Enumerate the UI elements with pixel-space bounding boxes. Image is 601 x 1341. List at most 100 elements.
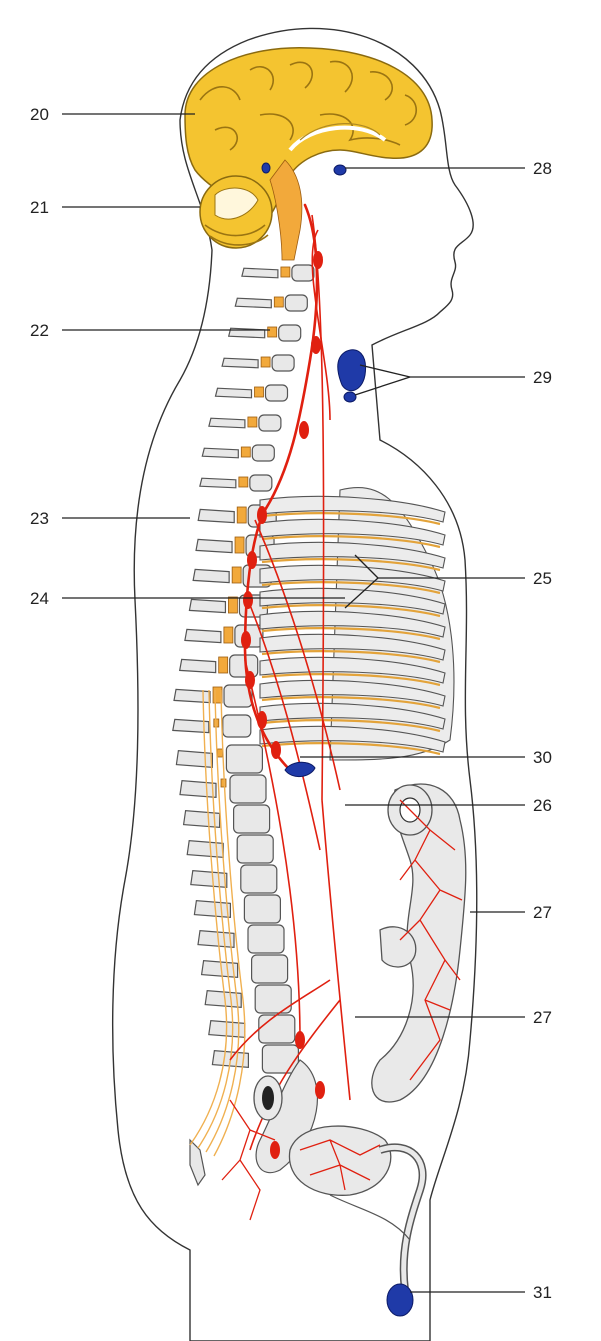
vertebra (271, 354, 295, 372)
intercostal-nerve (261, 673, 441, 687)
brainstem (269, 159, 303, 261)
bladder (288, 1125, 392, 1196)
spinous-process (186, 839, 224, 859)
cord-segment (273, 296, 284, 308)
vertebra (236, 834, 274, 864)
rib (259, 679, 446, 707)
intercostal-nerve (261, 719, 441, 733)
intercostal-nerve (261, 742, 441, 756)
rib (259, 495, 446, 523)
label-27-lower: 27 (533, 1008, 552, 1027)
intercostal-nerve (261, 558, 441, 572)
spinous-process (193, 899, 231, 919)
ganglion (299, 421, 309, 439)
vertebra (233, 804, 271, 834)
cord-segment (216, 748, 223, 758)
rib-cage (259, 486, 455, 761)
cord-segment (267, 326, 278, 338)
adrenal-gland (284, 761, 316, 777)
pineal-gland (261, 162, 271, 174)
vertebra (284, 294, 308, 312)
urogenital-duct (329, 1143, 427, 1291)
rib (259, 633, 446, 661)
label-26: 26 (533, 796, 552, 815)
cord-segment (236, 506, 247, 524)
label-28: 28 (533, 159, 552, 178)
spinous-process (208, 417, 246, 429)
rib (259, 541, 446, 569)
spinous-process (197, 929, 235, 949)
sacral-nerves (189, 689, 246, 1157)
label-27-upper: 27 (533, 903, 552, 922)
vertebra (251, 954, 289, 984)
vertebra (225, 744, 263, 774)
cerebellum (199, 175, 273, 249)
vertebra (264, 384, 289, 402)
vertebra (261, 1044, 299, 1074)
label-20: 20 (30, 105, 49, 124)
cord-segment (280, 266, 291, 278)
spinous-process (199, 477, 237, 489)
ganglion (241, 631, 251, 649)
rib (259, 518, 446, 546)
spinous-process (204, 989, 242, 1009)
vertebra (251, 444, 275, 462)
label-30: 30 (533, 748, 552, 767)
thyroid-gland (337, 349, 367, 392)
ganglia (241, 251, 325, 1159)
ganglion (271, 741, 281, 759)
spinous-process (241, 267, 279, 279)
gonad (386, 1283, 414, 1317)
label-29: 29 (533, 368, 552, 387)
vertebra (240, 864, 278, 894)
label-24: 24 (30, 589, 49, 608)
vertebra (243, 894, 281, 924)
spinous-process (221, 357, 259, 369)
ganglion (247, 551, 257, 569)
spinous-process (214, 387, 253, 399)
spinous-process (200, 959, 239, 979)
intercostal-nerve (261, 512, 441, 526)
pituitary-gland (333, 164, 347, 176)
cord-segment (212, 686, 223, 704)
spinous-process (173, 688, 211, 704)
vertebra (229, 774, 267, 804)
intestines (371, 783, 467, 1103)
cord-segment (260, 356, 271, 368)
vertebra (247, 924, 285, 954)
ganglion (315, 1081, 325, 1099)
spinous-process (184, 628, 222, 644)
spinous-process (201, 447, 239, 459)
ganglion (257, 711, 267, 729)
label-25: 25 (533, 569, 552, 588)
spinous-process (179, 779, 217, 799)
cord-segment (254, 386, 264, 398)
rib (259, 702, 446, 730)
spinous-process (195, 538, 233, 554)
coccyx (189, 1138, 206, 1187)
vertebra (278, 324, 302, 342)
label-22: 22 (30, 321, 49, 340)
spinous-process (178, 658, 217, 674)
vertebra (258, 1014, 296, 1044)
cord-segment (223, 626, 234, 644)
ganglion (270, 1141, 280, 1159)
cord-segment (238, 476, 249, 488)
vertebra (249, 474, 273, 492)
intercostal-nerve (261, 696, 441, 710)
cord-segment (240, 446, 251, 458)
spinous-process (172, 718, 210, 734)
ganglion (295, 1031, 305, 1049)
ganglion (313, 251, 323, 269)
label-23: 23 (30, 509, 49, 528)
cord-segment (228, 596, 238, 614)
vertebra (222, 714, 252, 738)
parathyroid-gland (343, 391, 357, 403)
spinal-cord (212, 266, 291, 788)
spinous-process (197, 508, 235, 524)
vertebra (223, 684, 253, 708)
ganglion (245, 671, 255, 689)
leader-lines (62, 113, 525, 1293)
cord-segment (231, 566, 242, 584)
